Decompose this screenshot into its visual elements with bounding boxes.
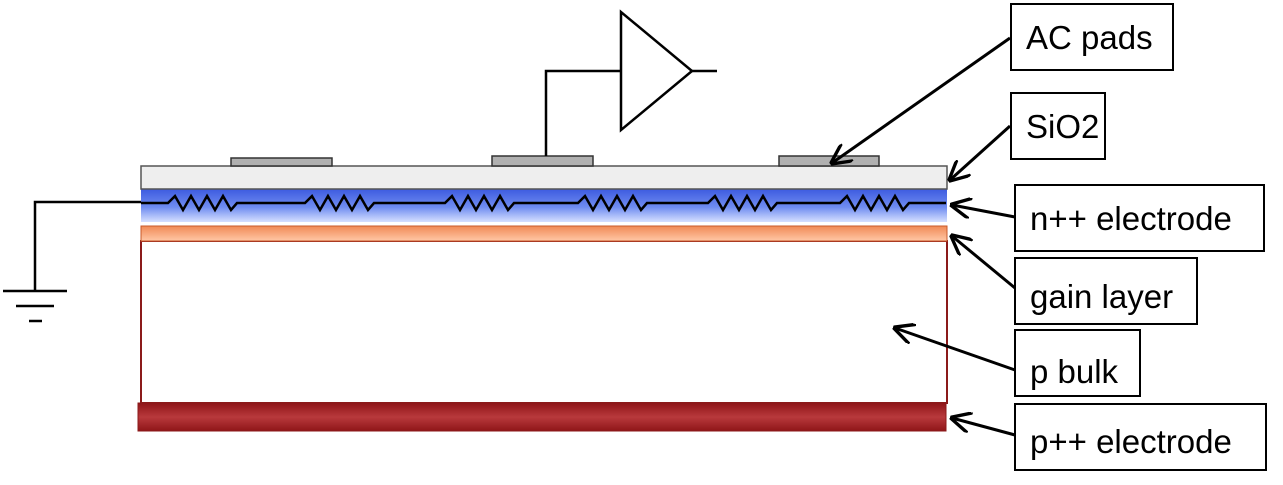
ground-wire bbox=[33, 200, 141, 291]
label-p-bulk: p bulk bbox=[1014, 329, 1141, 397]
label-p-electrode-text: p++ electrode bbox=[1030, 422, 1232, 460]
ac-pad-left bbox=[230, 157, 333, 167]
arrow-ac-pads bbox=[832, 36, 1011, 163]
amplifier-icon bbox=[619, 9, 694, 133]
n-electrode-layer bbox=[141, 189, 947, 222]
ac-pad-right bbox=[778, 155, 880, 167]
label-ac-pads-text: AC pads bbox=[1026, 18, 1153, 56]
label-gain-layer-text: gain layer bbox=[1030, 277, 1174, 315]
label-ac-pads: AC pads bbox=[1010, 3, 1174, 71]
p-electrode-layer bbox=[137, 402, 947, 432]
label-sio2: SiO2 bbox=[1010, 92, 1106, 160]
arrow-gain-layer bbox=[952, 236, 1016, 290]
arrow-p-bulk bbox=[895, 328, 1016, 372]
label-n-electrode: n++ electrode bbox=[1014, 184, 1265, 252]
sio2-layer bbox=[140, 165, 948, 190]
ac-pad-middle bbox=[491, 155, 594, 167]
gain-layer bbox=[140, 225, 948, 242]
label-n-electrode-text: n++ electrode bbox=[1030, 199, 1232, 237]
label-p-electrode: p++ electrode bbox=[1014, 403, 1267, 471]
label-p-bulk-text: p bulk bbox=[1030, 352, 1119, 390]
resistive-line bbox=[141, 193, 946, 213]
arrow-n-electrode bbox=[952, 205, 1016, 217]
label-gain-layer: gain layer bbox=[1014, 257, 1198, 325]
readout-wire bbox=[544, 69, 621, 156]
arrow-sio2 bbox=[950, 124, 1012, 180]
p-bulk-layer bbox=[140, 240, 948, 404]
arrow-p-electrode bbox=[952, 418, 1016, 437]
label-sio2-text: SiO2 bbox=[1026, 107, 1100, 145]
